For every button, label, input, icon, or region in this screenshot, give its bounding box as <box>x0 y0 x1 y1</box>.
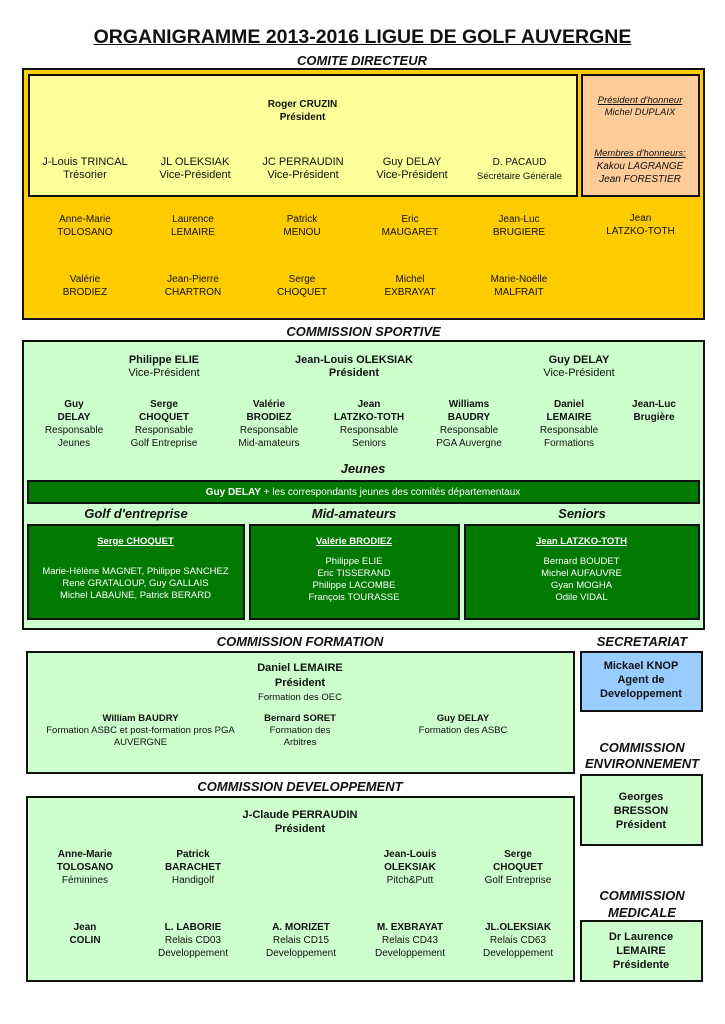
group-heading: Seniors <box>558 506 606 521</box>
group-members: Valérie BRODIEZ Philippe ELIE Eric TISSE… <box>308 536 400 603</box>
group-heading: Golf d'entreprise <box>84 506 188 521</box>
group-members: Jean LATZKO-TOTH Bernard BOUDET Michel A… <box>536 536 627 603</box>
bureau-member: D. PACAUD Sécrétaire Générale <box>476 157 563 182</box>
president-block: Roger CRUZIN Président <box>30 98 575 124</box>
medicale-text: Dr Laurence LEMAIRE Présidente <box>608 931 674 971</box>
page-title: ORGANIGRAMME 2013-2016 LIGUE DE GOLF AUV… <box>93 26 632 48</box>
medicale-box: Dr Laurence LEMAIRE Présidente <box>580 920 703 982</box>
commission-medicale-heading: COMMISSION MEDICALE <box>599 888 685 920</box>
honneur-box: Président d'honneur Michel DUPLAIX Membr… <box>581 74 700 197</box>
group-box-golf-entreprise: Serge CHOQUET Marie-Hélène MAGNET, Phili… <box>27 524 245 620</box>
bureau-box: Roger CRUZIN Président J-Louis TRINCAL T… <box>28 74 578 197</box>
honorary-members: Membres d'honneurs: Kakou LAGRANGE Jean … <box>594 148 686 185</box>
group-box-mid-amateurs: Valérie BRODIEZ Philippe ELIE Eric TISSE… <box>249 524 460 620</box>
secretariat-text: Mickael KNOP Agent de Developpement <box>600 660 682 700</box>
commission-sportive-heading: COMMISSION SPORTIVE <box>286 324 441 339</box>
developpement-president: J-Claude PERRAUDIN Président <box>242 809 358 835</box>
president-role: Président <box>279 112 326 123</box>
secretariat-heading: SECRETARIAT <box>596 634 688 649</box>
environnement-text: Georges BRESSON Président <box>613 791 669 831</box>
environnement-box: Georges BRESSON Président <box>580 774 703 846</box>
commission-developpement-heading: COMMISSION DEVELOPPEMENT <box>197 779 403 794</box>
group-heading: Mid-amateurs <box>311 506 397 521</box>
honorary-president: Président d'honneur Michel DUPLAIX <box>597 95 683 118</box>
comite-directeur-heading: COMITE DIRECTEUR <box>297 53 427 68</box>
commission-formation-heading: COMMISSION FORMATION <box>216 634 384 649</box>
formation-president: Daniel LEMAIRE Président Formation des O… <box>257 662 343 703</box>
group-members: Serge CHOQUET Marie-Hélène MAGNET, Phili… <box>42 536 229 601</box>
president-name: Roger CRUZIN <box>267 99 338 110</box>
bureau-member: Guy DELAY Vice-Président <box>376 156 448 181</box>
group-box-seniors: Jean LATZKO-TOTH Bernard BOUDET Michel A… <box>464 524 700 620</box>
bureau-member: J-Louis TRINCAL Trésorier <box>42 156 128 181</box>
jeunes-box: Guy DELAY + les correspondants jeunes de… <box>27 480 700 504</box>
jeunes-heading: Jeunes <box>340 461 386 476</box>
bureau-member: JL OLEKSIAK Vice-Président <box>159 156 231 181</box>
bureau-member: JC PERRAUDIN Vice-Président <box>262 156 344 181</box>
commission-formation-panel: Daniel LEMAIRE Président Formation des O… <box>26 651 575 774</box>
jeunes-text: Guy DELAY + les correspondants jeunes de… <box>205 487 521 498</box>
secretariat-box: Mickael KNOP Agent de Developpement <box>580 651 703 712</box>
commission-environnement-heading: COMMISSION ENVIRONNEMENT <box>584 740 700 771</box>
comite-directeur-panel: Roger CRUZIN Président J-Louis TRINCAL T… <box>22 68 705 320</box>
